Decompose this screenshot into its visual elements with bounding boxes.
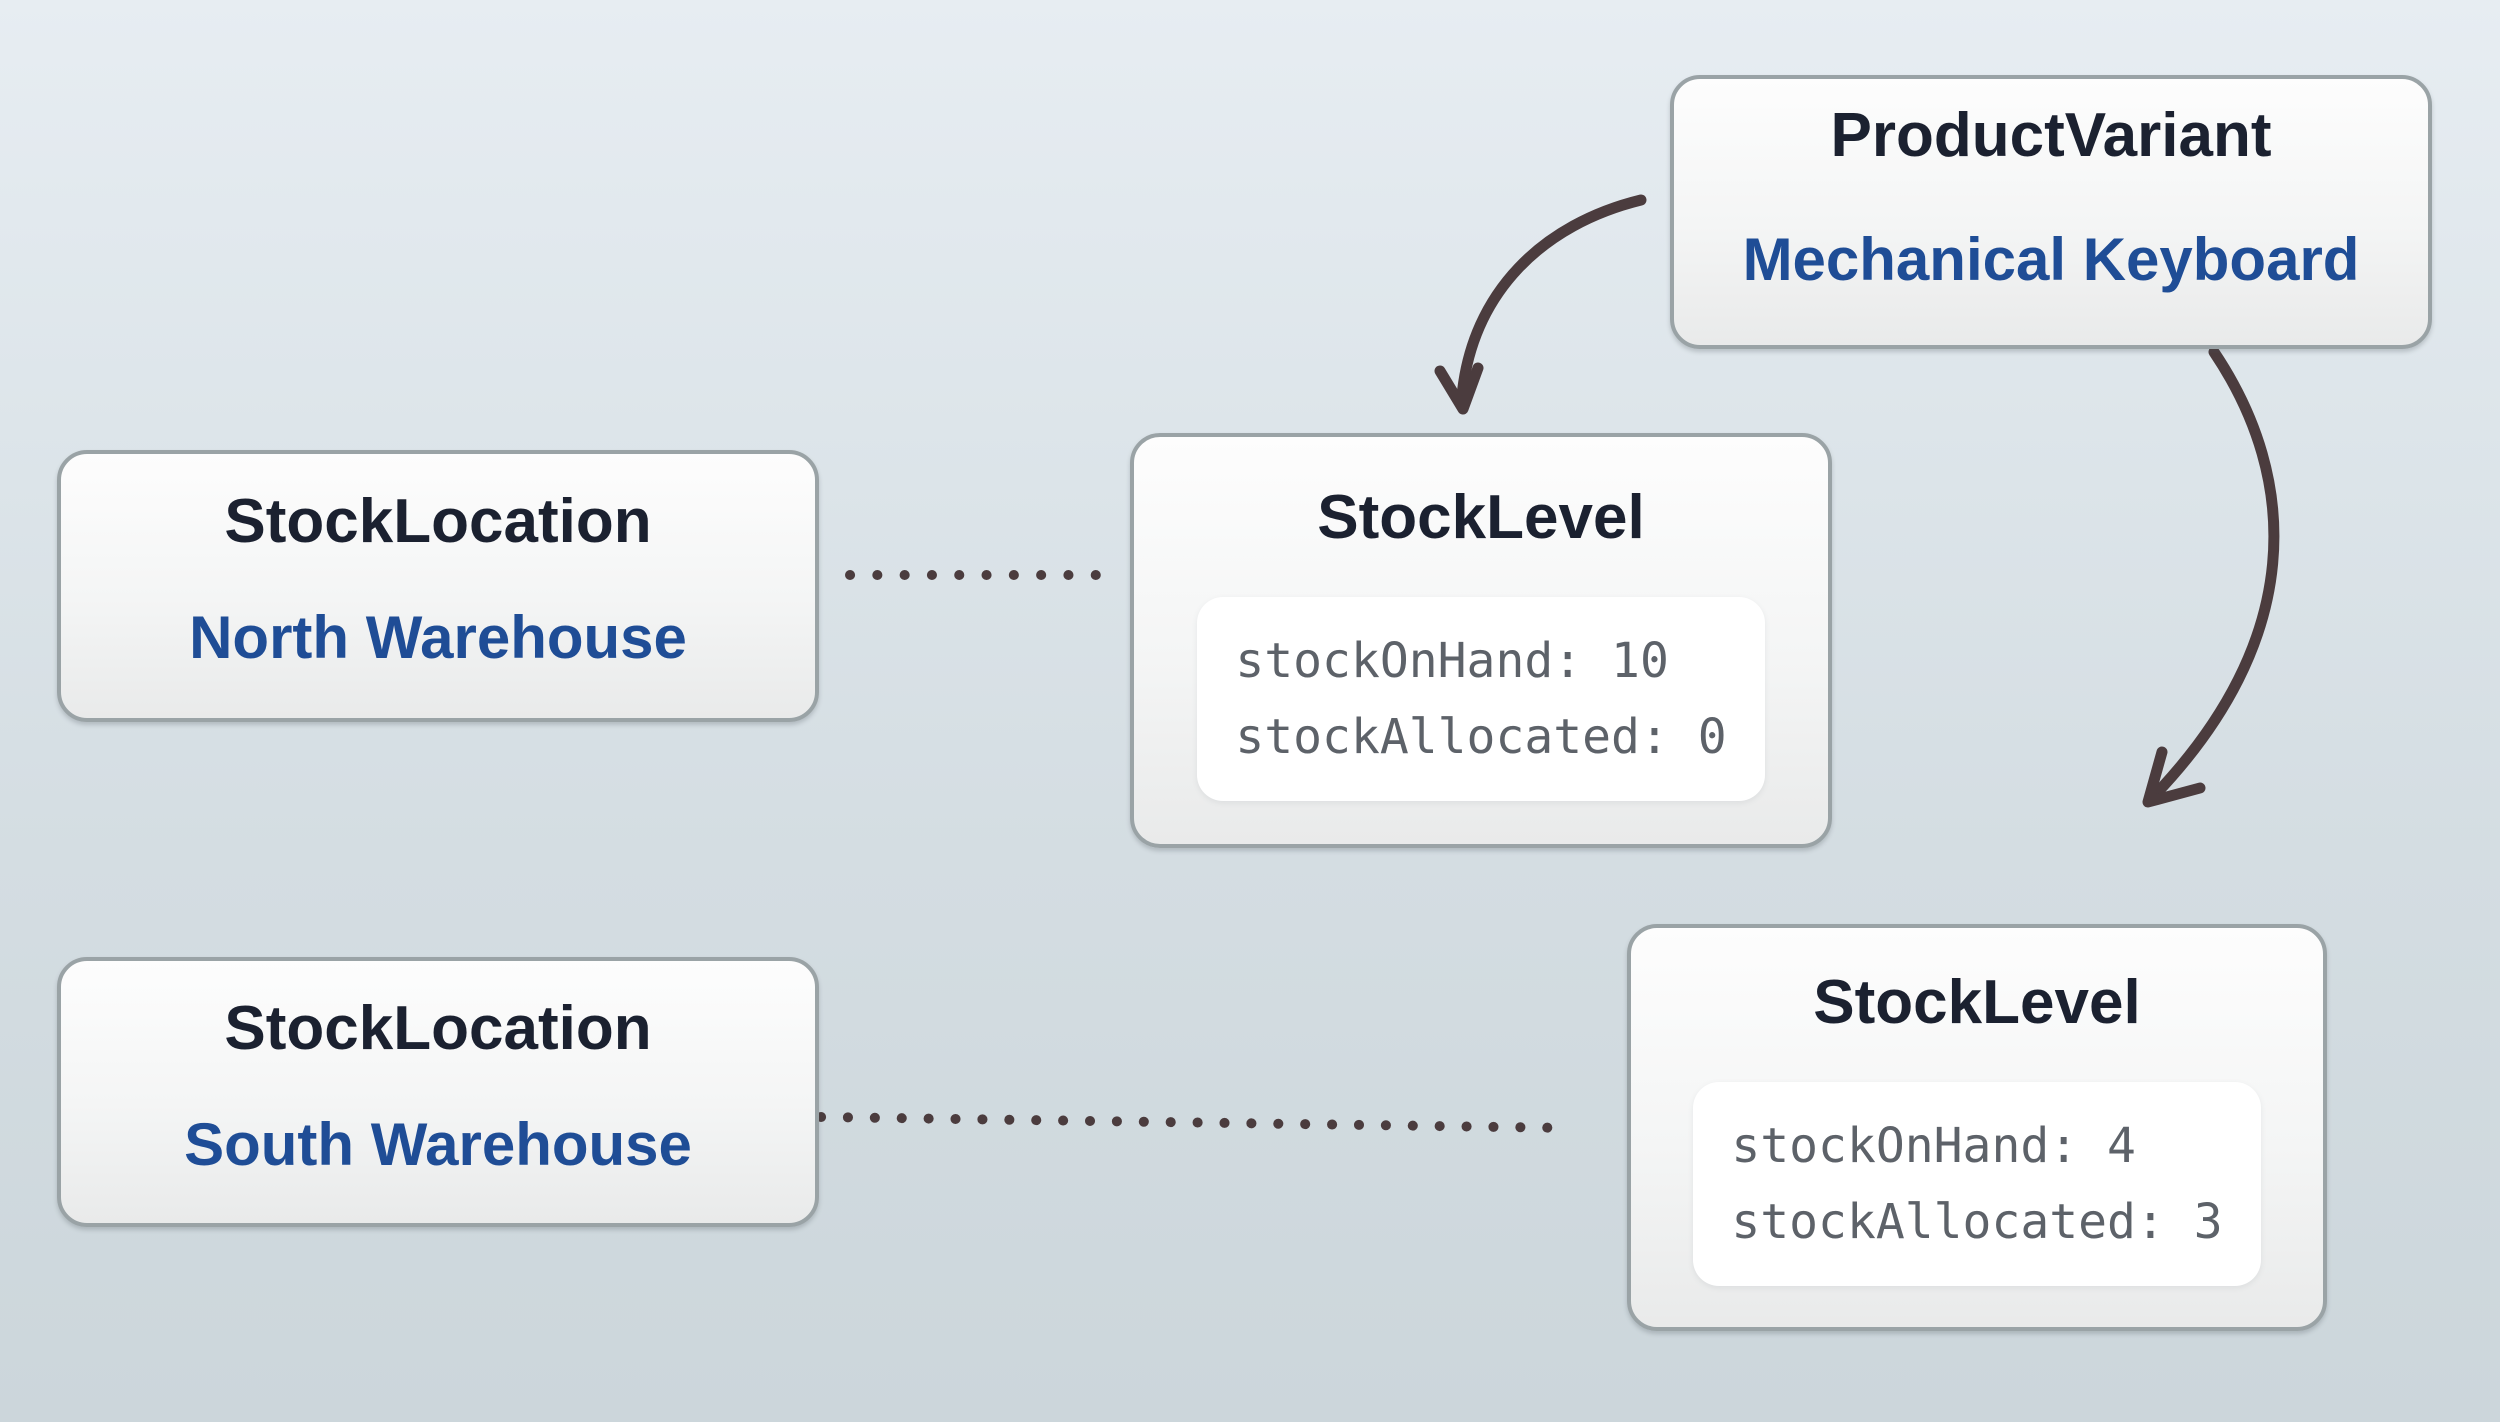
attributes-panel: stockOnHand: 10 stockAllocated: 0 — [1197, 597, 1765, 801]
arrowhead-level-north-icon — [1434, 362, 1484, 415]
attr-stock-allocated: stockAllocated: 0 — [1235, 709, 1727, 765]
node-stock-location-north: StockLocation North Warehouse — [57, 450, 819, 722]
attr-stock-allocated: stockAllocated: 3 — [1731, 1194, 2223, 1250]
node-name-label: North Warehouse — [189, 604, 687, 671]
node-type-label: StockLocation — [224, 487, 652, 556]
node-stock-location-south: StockLocation South Warehouse — [57, 957, 819, 1227]
node-name-label: Mechanical Keyboard — [1742, 226, 2360, 293]
node-type-label: StockLocation — [224, 994, 652, 1063]
attr-stock-on-hand: stockOnHand: 10 — [1235, 633, 1669, 689]
dotted-link-south — [816, 1112, 1576, 1133]
attr-stock-on-hand: stockOnHand: 4 — [1731, 1118, 2136, 1174]
node-type-label: StockLevel — [1813, 968, 2141, 1037]
node-type-label: ProductVariant — [1830, 101, 2272, 170]
node-type-label: StockLevel — [1317, 483, 1645, 552]
attributes-panel: stockOnHand: 4 stockAllocated: 3 — [1693, 1082, 2261, 1286]
arrow-variant-to-level-north — [1456, 194, 1647, 402]
node-product-variant: ProductVariant Mechanical Keyboard — [1670, 75, 2432, 349]
node-stock-level-south: StockLevel stockOnHand: 4 stockAllocated… — [1627, 924, 2327, 1331]
node-stock-level-north: StockLevel stockOnHand: 10 stockAllocate… — [1130, 433, 1832, 848]
arrowhead-level-south-icon — [2142, 746, 2206, 808]
node-name-label: South Warehouse — [184, 1111, 692, 1178]
arrow-variant-to-level-south — [2146, 346, 2280, 804]
